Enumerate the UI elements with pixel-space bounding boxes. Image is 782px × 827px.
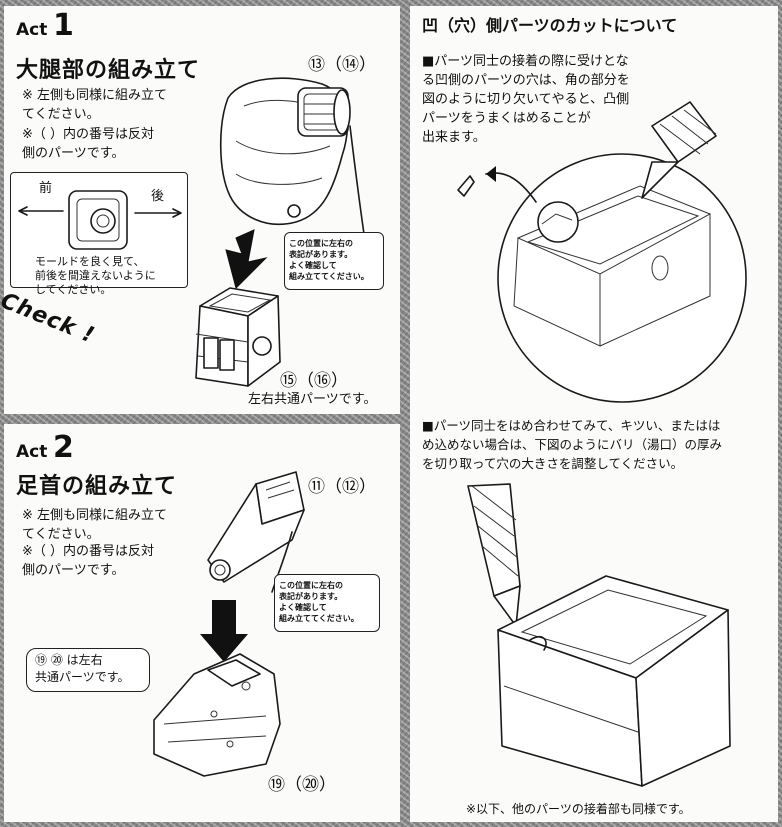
act1-title: 大腿部の組み立て [16,58,201,83]
act1-part-number-upper: ⑬（⑭） [308,55,376,75]
back-label: 後 [151,189,165,204]
act2-callout-box: この位置に左右の 表記があります。 よく確認して 組み立ててください。 [274,574,380,632]
act1-panel: Act 1 大腿部の組み立て ※ 左側も同様に組み立て てください。 ※（ ）内… [0,6,400,414]
act2-heading: Act 2 [16,430,74,465]
common-parts-bubble: ⑲ ⑳ は左右 共通パーツです。 [26,648,150,692]
act2-note-left-side: ※ 左側も同様に組み立て てください。 [22,508,168,542]
act1-heading: Act 1 [16,8,74,43]
act1-callout-box: この位置に左右の 表記があります。 よく確認して 組み立ててください。 [284,232,384,290]
act2-panel: Act 2 足首の組み立て ※ 左側も同様に組み立て てください。 ※（ ）内の… [4,424,400,822]
act2-part-number-lower: ⑲（⑳） [268,775,336,795]
cut-guide-para-2: ■パーツ同士をはめ合わせてみて、キツい、またはは め込めない場合は、下図のように… [422,418,723,471]
cut-guide-para-1: ■パーツ同士の接着の際に受けとな る凹側のパーツの穴は、角の部分を 図のように切… [422,54,630,145]
act-number: 1 [52,8,74,43]
act1-common-note: 左右共通パーツです。 [248,392,377,407]
act1-note-left-side: ※ 左側も同様に組み立て てください。 [22,88,168,122]
act-word: Act [16,20,48,40]
act2-note-parentheses: ※（ ）内の番号は反対 側のパーツです。 [22,544,155,578]
foot-part-illustration [153,653,281,777]
burr-trim-illustration [467,483,731,787]
ankle-part-illustration [200,471,305,662]
corner-cut-illustration [457,101,747,403]
act1-note-parentheses: ※（ ）内の番号は反対 側のパーツです。 [22,127,155,161]
act-number: 2 [52,430,74,465]
knee-block-illustration [195,287,281,387]
mold-note: モールドを良く見て、 前後を間違えないように してください。 [35,255,156,296]
front-back-arrows [18,190,182,250]
cut-guide-panel: 凹（穴）側パーツのカットについて ■パーツ同士の接着の際に受けとな る凹側のパー… [410,6,778,822]
callout-text: この位置に左右の 表記があります。 よく確認して 組み立ててください。 [289,239,369,281]
front-label: 前 [39,181,53,196]
thigh-part-illustration [219,77,365,289]
cut-guide-title: 凹（穴）側パーツのカットについて [422,16,678,35]
act-word: Act [16,442,48,462]
cut-guide-footer: ※以下、他のパーツの接着部も同様です。 [466,802,691,816]
bubble-text: ⑲ ⑳ は左右 共通パーツです。 [35,653,130,684]
act2-part-number-upper: ⑪（⑫） [308,477,376,497]
act2-title: 足首の組み立て [16,474,178,499]
callout-text: この位置に左右の 表記があります。 よく確認して 組み立ててください。 [279,581,359,623]
front-back-note-box: 前 後 モールドを良く見て、 前後を間違えないように してください。 [10,172,188,296]
act1-part-number-lower: ⑮（⑯） [280,371,348,391]
